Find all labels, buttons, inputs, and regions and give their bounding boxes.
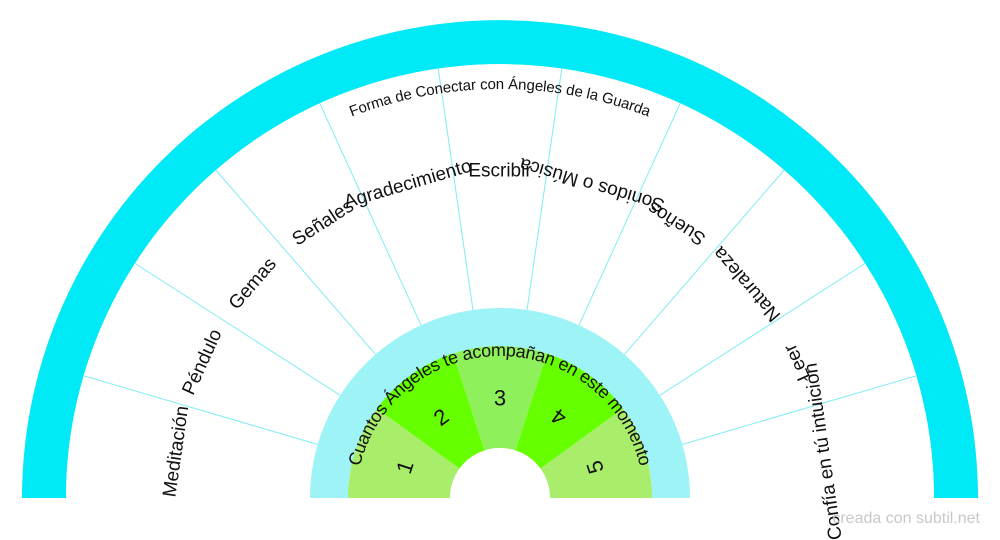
sector-divider — [83, 375, 318, 445]
sector-divider — [682, 375, 917, 445]
number-sector — [453, 346, 547, 451]
credit-text: creada con subtil.net — [832, 510, 980, 527]
sector-dividers — [83, 68, 917, 445]
sector-divider — [578, 103, 681, 326]
sector-divider — [526, 68, 563, 311]
sector-label: Escribir — [468, 161, 532, 182]
number-sector — [515, 353, 623, 469]
sector-area — [66, 64, 934, 498]
sector-divider — [659, 262, 866, 396]
sector-divider — [319, 103, 422, 326]
sector-divider — [215, 169, 376, 355]
sector-divider — [134, 262, 341, 396]
inner-band — [310, 308, 690, 498]
number-sector — [377, 353, 485, 469]
number-sectors — [348, 346, 652, 498]
number-sector — [348, 408, 460, 498]
sector-divider — [437, 68, 474, 311]
number-sector — [540, 408, 652, 498]
sector-divider — [624, 169, 785, 355]
center-hole — [450, 448, 550, 498]
number-label: 3 — [494, 386, 506, 411]
